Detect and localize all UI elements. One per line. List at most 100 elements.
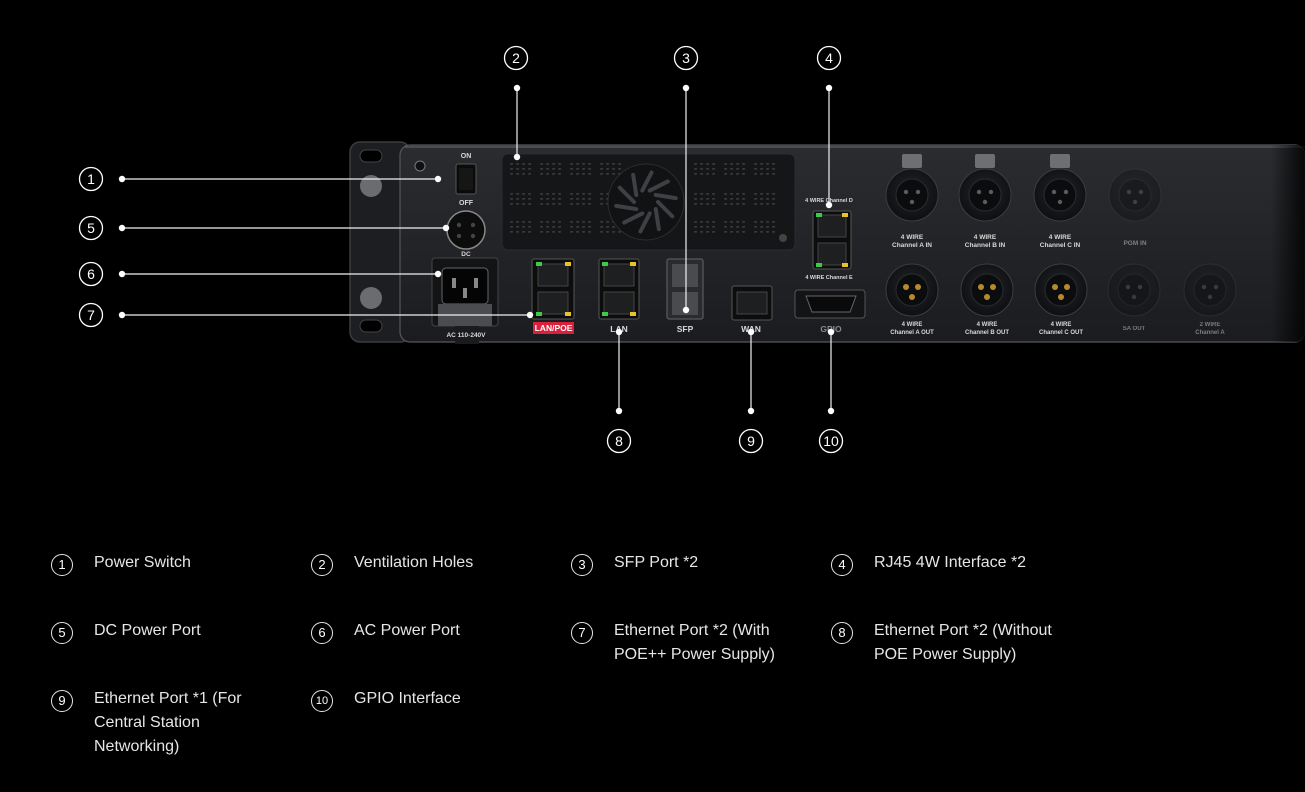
vent-slot [772,173,776,175]
legend-number: 5 [51,622,73,644]
ventilation-holes [501,153,796,251]
vent-slot [724,168,728,170]
legend-label: GPIO Interface [354,690,461,707]
callout-dot [118,270,126,278]
vent-slot [552,168,556,170]
vent-slot [730,173,734,175]
vent-slot [700,168,704,170]
vent-slot [528,168,532,170]
legend-number: 2 [311,554,333,576]
vent-slot [712,173,716,175]
vent-slot [736,163,740,165]
vent-slot [528,231,532,233]
legend-item: 3 SFP Port *2 [571,554,804,576]
callout-dot [526,311,534,319]
vent-slot [612,173,616,175]
legend-number: 10 [311,690,333,712]
vent-slot [706,173,710,175]
callout-dot [747,328,755,336]
vent-slot [730,168,734,170]
vent-slot [754,198,758,200]
fan-blade [656,200,675,219]
callout-dot [118,224,126,232]
vent-slot [724,198,728,200]
vent-slot [558,221,562,223]
fan-blade [647,179,670,193]
vent-slot [760,193,764,195]
vent-slot [570,231,574,233]
vent-slot [528,198,532,200]
lan-poe-label: LAN/POE [535,323,573,333]
vent-slot [588,226,592,228]
xlr-out-label: SA OUT [1123,326,1146,332]
callout-dot [615,328,623,336]
xlr-in-jack [1108,168,1162,222]
vent-slot [522,198,526,200]
legend-item: 10 GPIO Interface [311,690,544,712]
vent-slot [582,193,586,195]
vent-slot [694,168,698,170]
fan-blade [638,211,652,234]
vent-slot [522,226,526,228]
vent-slot [570,226,574,228]
vent-slot [522,221,526,223]
vent-slot [606,168,610,170]
vent-slot [736,193,740,195]
vent-slot [754,221,758,223]
legend-number: 3 [571,554,593,576]
vent-slot [522,173,526,175]
vent-slot [742,173,746,175]
callout-dot [825,84,833,92]
vent-slot [558,168,562,170]
legend-number: 1 [51,554,73,576]
vent-slot [510,231,514,233]
vent-slot [516,231,520,233]
vent-slot [528,226,532,228]
vent-slot [760,203,764,205]
vent-slot [588,203,592,205]
vent-slot [712,226,716,228]
xlr-out-jack [1034,263,1088,317]
vent-slot [522,231,526,233]
vent-slot [694,221,698,223]
vent-slot [546,173,550,175]
vent-slot [612,226,616,228]
legend-label: AC Power Port [354,622,460,639]
switch-off-label: OFF [459,200,474,207]
legend-number: 4 [831,554,853,576]
vent-slot [706,168,710,170]
vent-slot [528,193,532,195]
lan-poe-ports: LAN/POE [531,258,575,334]
callout-number: 1 [87,171,95,187]
callout-dot [118,311,126,319]
vent-slot [730,203,734,205]
vent-slot [772,193,776,195]
callout-dot [513,84,521,92]
vent-slot [706,203,710,205]
vent-slot [754,231,758,233]
callout-circle [738,428,764,454]
legend-label: SFP Port *2 [614,554,699,571]
callout-dot [434,270,442,278]
callout-number: 7 [87,307,95,323]
fan-blade [622,211,645,225]
fan-blade [653,192,678,201]
vent-slot [522,203,526,205]
vent-slot [600,231,604,233]
power-switch: ON OFF [455,153,477,207]
vent-slot [754,168,758,170]
callout-circle [78,215,104,241]
vent-slot [730,226,734,228]
callout-circle [606,428,632,454]
vent-slot [510,163,514,165]
vent-slot [582,203,586,205]
legend-label: Ventilation Holes [354,554,474,571]
vent-slot [540,203,544,205]
legend-number: 6 [311,622,333,644]
